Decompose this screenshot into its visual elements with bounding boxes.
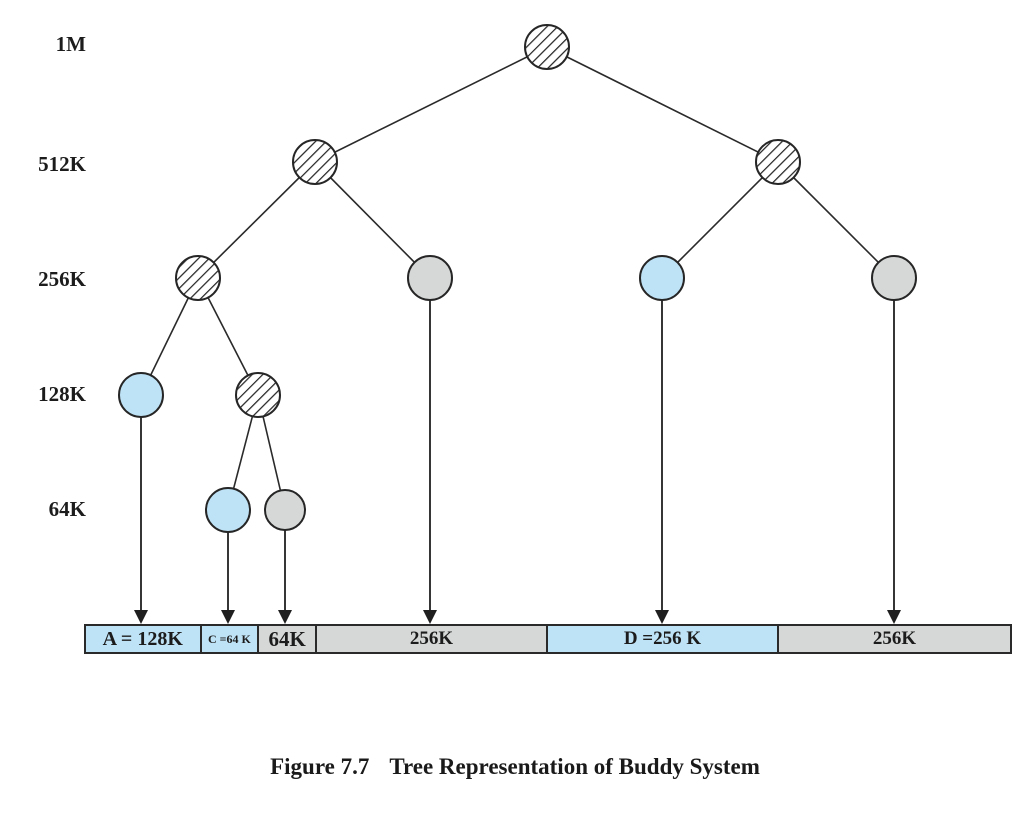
memory-segment-free-256k-left: 256K (317, 626, 548, 652)
node-256k-split (175, 255, 221, 301)
size-label-512k: 512K (38, 152, 86, 176)
leaf-to-bar-arrows (134, 300, 901, 624)
node-128k-split (235, 372, 281, 418)
size-label-256k: 256K (38, 267, 86, 291)
node-256k-free-left (407, 255, 453, 301)
node-512k-left-split (292, 139, 338, 185)
node-128k-allocated-a (118, 372, 164, 418)
memory-segment-a-128k: A = 128K (86, 626, 202, 652)
node-256k-free-right (871, 255, 917, 301)
tree-edges (140, 46, 895, 511)
memory-segment-free-64k: 64K (259, 626, 317, 652)
tree-nodes (118, 24, 917, 533)
memory-bar: A = 128K C =64 K 64K 256K D =256 K 256K (84, 624, 1012, 654)
figure-caption: Figure 7.7 Tree Representation of Buddy S… (0, 754, 1030, 780)
node-1m-split (524, 24, 570, 70)
memory-segment-d-256k: D =256 K (548, 626, 779, 652)
buddy-tree-diagram (118, 24, 917, 624)
figure-title: Tree Representation of Buddy System (389, 754, 760, 779)
node-64k-allocated-c (205, 487, 251, 533)
memory-segment-c-64k: C =64 K (201, 626, 260, 652)
node-64k-free (264, 489, 306, 531)
memory-segment-free-256k-right: 256K (779, 626, 1010, 652)
size-label-64k: 64K (48, 497, 86, 521)
size-label-1m: 1M (55, 32, 86, 56)
node-256k-allocated-d (639, 255, 685, 301)
node-512k-right-split (755, 139, 801, 185)
figure-number: Figure 7.7 (270, 754, 370, 779)
size-label-128k: 128K (38, 382, 86, 406)
